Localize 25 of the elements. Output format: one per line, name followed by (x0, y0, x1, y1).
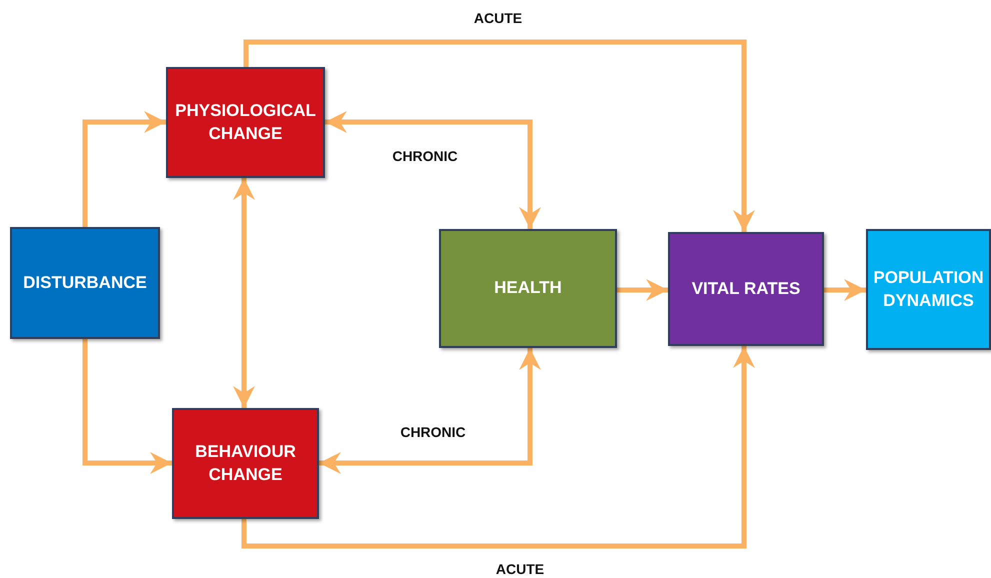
edge-label: ACUTE (472, 10, 524, 26)
arrow (824, 279, 866, 301)
arrow (82, 111, 166, 227)
arrow (242, 346, 755, 548)
arrow (244, 40, 755, 232)
box-label: HEALTH (494, 277, 562, 300)
box-label: PHYSIOLOGICAL CHANGE (174, 100, 317, 144)
process-box (166, 67, 325, 178)
box-label: VITAL RATES (692, 278, 800, 300)
arrow (319, 348, 541, 474)
box-label: POPULATION DYNAMICS (872, 267, 985, 312)
edge-label: ACUTE (494, 561, 546, 577)
arrow (325, 111, 541, 229)
edge-label: CHRONIC (390, 148, 460, 164)
arrow (233, 178, 255, 408)
process-box (439, 229, 617, 348)
process-box (668, 232, 824, 346)
process-box (172, 408, 319, 519)
box-label: DISTURBANCE (23, 272, 147, 294)
process-box (10, 227, 160, 339)
arrow (82, 339, 172, 474)
arrow (617, 279, 668, 301)
box-label: BEHAVIOUR CHANGE (194, 441, 297, 486)
process-box (866, 229, 991, 350)
edge-label: CHRONIC (398, 424, 468, 440)
